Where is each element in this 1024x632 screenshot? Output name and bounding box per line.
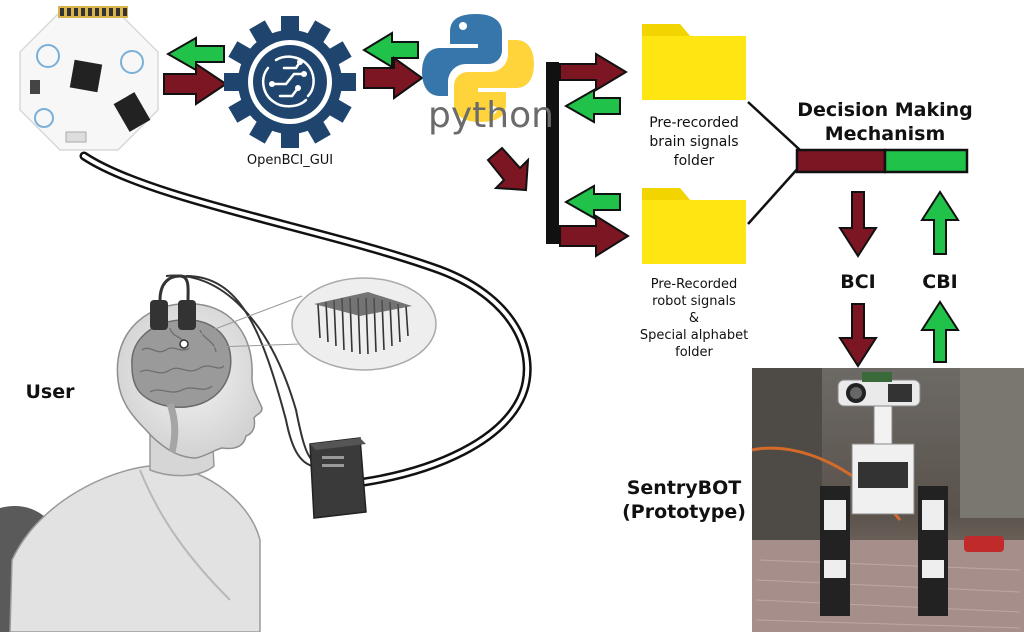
cable bbox=[79, 151, 532, 487]
openbci-gui-label: OpenBCI_GUI bbox=[246, 153, 334, 168]
arrow-to-robot-folder bbox=[559, 214, 630, 258]
python-wordmark: python bbox=[428, 95, 554, 136]
python-logo-icon bbox=[422, 14, 534, 122]
arrow-bci-to-robot bbox=[838, 303, 878, 368]
cbi-label: CBI bbox=[922, 271, 958, 293]
arrow-to-brain-folder bbox=[559, 52, 628, 92]
decision-label: Decision Making Mechanism bbox=[797, 99, 973, 145]
robot-label: SentryBOT (Prototype) bbox=[622, 477, 746, 523]
arrow-decision-to-bci bbox=[838, 191, 878, 258]
connector-line bbox=[747, 165, 801, 225]
arrow-board-to-gear bbox=[163, 62, 228, 106]
openbci-gear-icon bbox=[224, 16, 356, 148]
brain-folder-label: Pre-recorded brain signals folder bbox=[649, 115, 739, 169]
arrow-python-to-folders bbox=[486, 146, 530, 192]
user-head-illustration bbox=[0, 274, 437, 632]
robot-photo bbox=[751, 368, 1024, 632]
arrow-gear-to-python bbox=[363, 56, 424, 100]
folder-bracket bbox=[546, 62, 559, 244]
decision-bar bbox=[795, 148, 969, 174]
connector-line bbox=[747, 101, 801, 151]
arrow-from-brain-folder bbox=[563, 88, 621, 124]
signal-box bbox=[309, 437, 367, 519]
user-label: User bbox=[25, 381, 75, 403]
arrow-from-robot-folder bbox=[563, 184, 621, 220]
arrow-cbi-to-decision bbox=[920, 190, 960, 255]
bci-label: BCI bbox=[840, 271, 876, 293]
folder-icon bbox=[642, 24, 746, 100]
folder-icon bbox=[642, 188, 746, 264]
robot-folder-label: Pre-Recorded robot signals & Special alp… bbox=[639, 277, 749, 360]
openbci-board-icon bbox=[19, 6, 159, 151]
arrow-gear-to-board bbox=[165, 36, 225, 72]
arrow-robot-to-cbi bbox=[920, 300, 960, 363]
arrow-python-to-gear bbox=[362, 31, 419, 69]
